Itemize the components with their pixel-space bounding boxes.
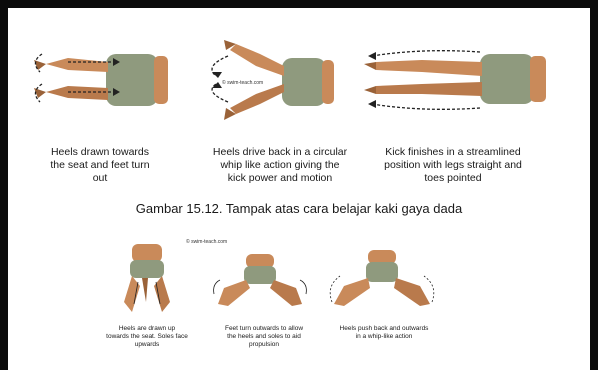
bottom-caption-3: Heels push back and outwards in a whip-l…: [326, 325, 442, 341]
motion-arrow: [212, 56, 228, 102]
swimmer-legs-illustration: [334, 250, 430, 306]
top-figure-3: [362, 46, 557, 116]
bottom-caption-2: Feet turn outwards to allow the heels an…: [206, 325, 322, 349]
bottom-figure-3: [326, 246, 438, 316]
top-figure-2: [200, 36, 340, 126]
top-caption-1: Heels drawn towards the seat and feet tu…: [30, 146, 170, 185]
motion-arrow: [372, 51, 480, 110]
figure-caption: Gambar 15.12. Tampak atas cara belajar k…: [0, 201, 598, 216]
top-caption-2: Heels drive back in a circular whip like…: [196, 146, 364, 185]
watermark: © swim-teach.com: [186, 239, 227, 245]
swimmer-legs-illustration: [218, 254, 302, 306]
bottom-figure-1: [118, 242, 176, 316]
top-caption-3: Kick finishes in a streamlined position …: [368, 146, 538, 185]
swimmer-legs-illustration: [364, 54, 546, 104]
swimmer-legs-illustration: [124, 244, 170, 312]
watermark: © swim-teach.com: [222, 80, 263, 86]
bottom-figure-2: [210, 250, 310, 314]
bottom-caption-1: Heels are drawn up towards the seat. Sol…: [96, 325, 198, 349]
top-figure-1: [28, 40, 173, 120]
